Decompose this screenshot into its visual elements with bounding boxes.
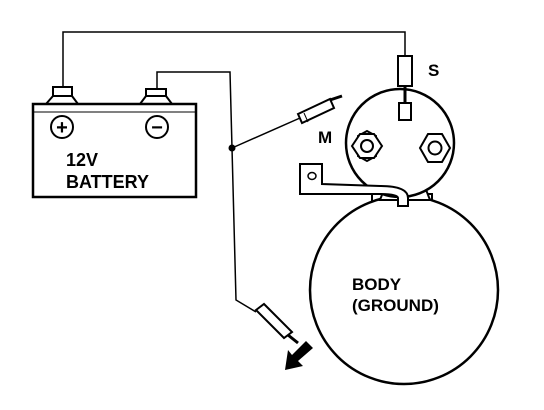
positive-terminal-icon — [50, 115, 74, 139]
upper-test-probe — [296, 94, 343, 125]
lower-test-probe — [254, 302, 299, 345]
starter-body: BODY (GROUND) — [308, 193, 500, 386]
body-label: BODY — [352, 275, 402, 294]
battery: + − 12V BATTERY — [31, 86, 198, 199]
starter-body-circle — [308, 194, 500, 386]
jumper-wire — [231, 117, 301, 149]
m-terminal-label: M — [318, 128, 332, 147]
positive-post — [52, 86, 73, 97]
negative-terminal-icon — [145, 115, 169, 139]
negative-wire — [156, 71, 257, 313]
s-terminal-label: S — [428, 61, 439, 80]
positive-symbol: + — [56, 117, 68, 139]
negative-symbol: − — [151, 117, 163, 139]
positive-wire — [62, 31, 406, 88]
s-terminal-connector — [397, 55, 413, 87]
wire-junction — [228, 144, 236, 152]
ground-label: (GROUND) — [352, 296, 439, 315]
ground-arrow-icon — [285, 341, 313, 370]
m-terminal-strap — [299, 163, 409, 207]
battery-voltage-label: 12V — [66, 150, 98, 170]
s-terminal-spade — [398, 102, 412, 121]
battery-name-label: BATTERY — [66, 172, 149, 192]
negative-post — [145, 88, 167, 97]
